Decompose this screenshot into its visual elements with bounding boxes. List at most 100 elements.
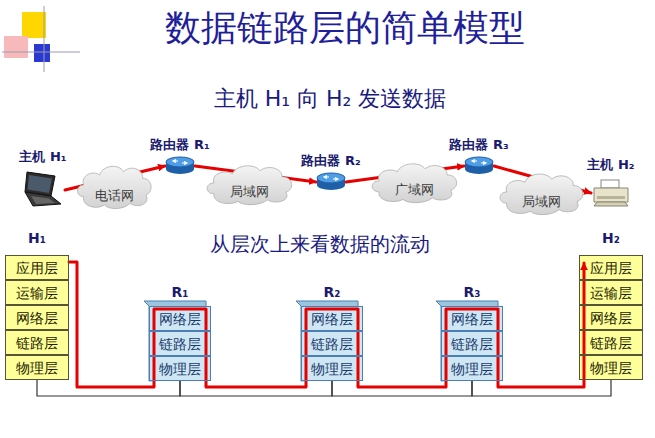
link-wire (472, 380, 611, 396)
layer-fill (5, 255, 69, 280)
node-label: 路由器 R₂ (286, 152, 376, 170)
cloud-label: 局域网 (522, 194, 561, 209)
deco-line (2, 52, 80, 53)
icon-holder (8, 170, 78, 210)
layer-label: 应用层 (16, 260, 58, 276)
network-cloud: 局域网 (496, 168, 586, 216)
link-wire (332, 381, 472, 396)
printer-icon (591, 178, 631, 208)
stack-heading: R₁ (148, 282, 212, 302)
deco-square (34, 44, 50, 62)
protocol-stack: R₃ 网络层链路层物理层 (440, 276, 504, 382)
layer-fill (579, 330, 643, 355)
layer-box: 运输层 (5, 280, 69, 305)
router-node: 路由器 R₂ (286, 152, 376, 196)
layer-label: 运输层 (16, 285, 58, 301)
network-cloud: 广域网 (368, 158, 460, 204)
icon-holder (286, 172, 376, 192)
layer-fill (579, 255, 643, 280)
router-node: 路由器 R₃ (434, 136, 524, 180)
node-label: 路由器 R₃ (434, 136, 524, 154)
layer-box: 应用层 (5, 255, 69, 280)
cloud-shape (368, 158, 460, 204)
layer-fill (5, 305, 69, 330)
layer-fill (301, 356, 363, 381)
cloud-shape (203, 160, 295, 206)
layer-box: 物理层 (441, 356, 503, 381)
layer-box: 物理层 (5, 355, 69, 380)
layer-fill (579, 355, 643, 380)
layer-box: 运输层 (579, 280, 643, 305)
layer-label: 链路层 (590, 335, 632, 351)
layer-fill (149, 331, 211, 356)
layer-label: 链路层 (159, 336, 201, 352)
host-node: 主机 H₁ (8, 148, 78, 214)
layer-label: 网络层 (451, 311, 493, 327)
layer-box: 网络层 (5, 305, 69, 330)
layer-label: 物理层 (311, 361, 353, 377)
network-cloud: 电话网 (74, 160, 154, 210)
host-node: 主机 H₂ (574, 156, 648, 218)
layer-label: 网络层 (590, 310, 632, 326)
link-wire (180, 381, 332, 396)
protocol-stack: H₂ 应用层运输层网络层链路层物理层 (578, 228, 644, 382)
layer-label: 物理层 (451, 361, 493, 377)
router-node: 路由器 R₁ (136, 136, 224, 180)
router-icon (165, 156, 195, 176)
layer-label: 链路层 (16, 335, 58, 351)
title: 数据链路层的简单模型 (90, 4, 600, 52)
layer-label: 链路层 (451, 336, 493, 352)
stack-heading: R₃ (440, 282, 504, 302)
layer-box: 链路层 (301, 331, 363, 356)
layer-fill (579, 305, 643, 330)
icon-holder (434, 156, 524, 176)
layer-box: 物理层 (149, 356, 211, 381)
layer-label: 链路层 (311, 336, 353, 352)
layer-box: 链路层 (5, 330, 69, 355)
label: 从层次上来看数据的流动 (150, 230, 490, 258)
layer-box: 物理层 (301, 356, 363, 381)
layer-label: 物理层 (159, 361, 201, 377)
stack-heading: R₂ (300, 282, 364, 302)
layer-label: 运输层 (590, 285, 632, 301)
deco-square (22, 12, 46, 38)
layer-label: 应用层 (590, 260, 632, 276)
layer-label: 物理层 (590, 360, 632, 376)
layer-box: 网络层 (149, 306, 211, 331)
layer-fill (301, 331, 363, 356)
layer-label: 网络层 (16, 310, 58, 326)
layer-label: 物理层 (16, 360, 58, 376)
layer-fill (441, 356, 503, 381)
layer-box: 网络层 (441, 306, 503, 331)
router-icon (316, 172, 346, 192)
cloud-label: 广域网 (395, 182, 434, 197)
layer-fill (441, 331, 503, 356)
layer-fill (5, 355, 69, 380)
node-label: 主机 H₂ (574, 156, 648, 174)
cloud-label: 电话网 (95, 188, 134, 203)
network-cloud: 局域网 (203, 160, 295, 206)
layer-label: 网络层 (311, 311, 353, 327)
link-wire (37, 380, 180, 396)
layer-fill (149, 356, 211, 381)
stack-heading: H₂ (578, 228, 644, 248)
deco-square (4, 36, 28, 58)
protocol-stack: R₁ 网络层链路层物理层 (148, 276, 212, 382)
layer-fill (5, 280, 69, 305)
layer-fill (579, 280, 643, 305)
layer-box: 网络层 (301, 306, 363, 331)
layer-box: 物理层 (579, 355, 643, 380)
protocol-stack: H₁ 应用层运输层网络层链路层物理层 (4, 228, 70, 382)
label: 主机 H₁ 向 H₂ 发送数据 (130, 84, 530, 114)
cloud-label: 局域网 (230, 184, 269, 199)
layer-box: 链路层 (579, 330, 643, 355)
layer-box: 链路层 (441, 331, 503, 356)
stack-heading: H₁ (4, 228, 70, 248)
deco-line (44, 6, 45, 72)
layer-box: 应用层 (579, 255, 643, 280)
data-flow-arrow (69, 262, 584, 387)
layer-box: 链路层 (149, 331, 211, 356)
icon-holder (574, 178, 648, 208)
protocol-stack: R₂ 网络层链路层物理层 (300, 276, 364, 382)
icon-holder (136, 156, 224, 176)
